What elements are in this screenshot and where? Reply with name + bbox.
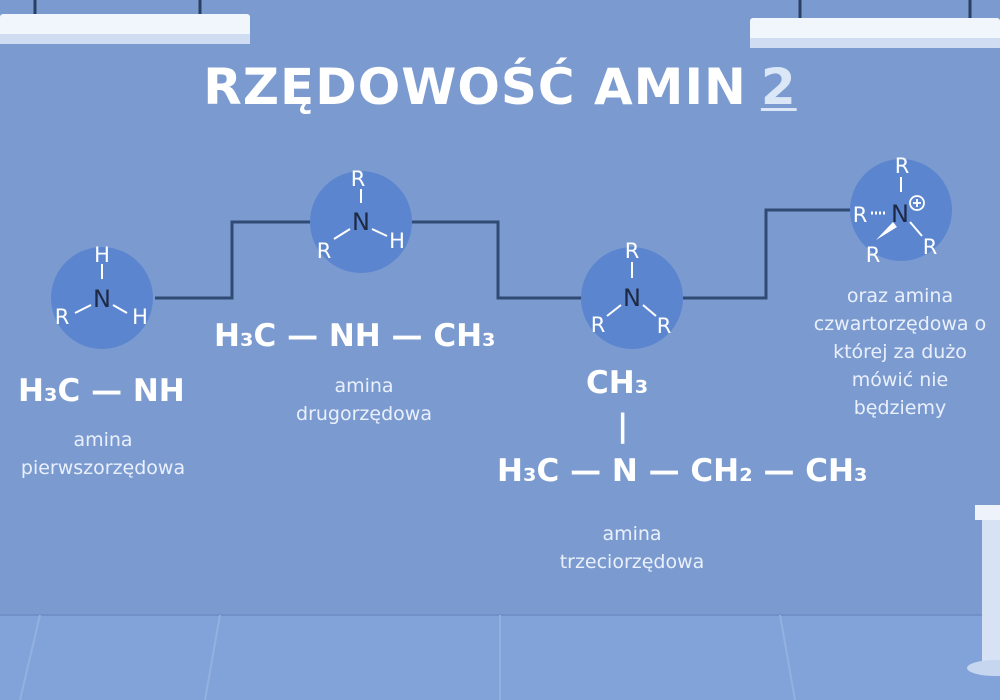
svg-text:H: H: [389, 229, 405, 253]
tertiary-amine-formula: H₃C — N — CH₂ — CH₃: [497, 453, 868, 489]
svg-text:H: H: [94, 243, 110, 267]
svg-text:R: R: [351, 167, 366, 191]
quaternary-amine-molecule: N R R R R: [850, 154, 952, 267]
ceiling-lamp-right: [750, 0, 1000, 48]
tertiary-amine-bond: |: [617, 408, 629, 444]
svg-text:R: R: [923, 235, 938, 259]
side-table: [967, 505, 1000, 676]
svg-text:R: R: [625, 239, 640, 263]
secondary-amine-caption: amina drugorzędowa: [296, 375, 432, 425]
tertiary-amine-caption: amina trzeciorzędowa: [559, 523, 705, 573]
molecule-center: N: [352, 208, 370, 236]
title-main: RZĘDOWOŚĆ AMIN: [203, 58, 747, 116]
molecule-center: N: [623, 284, 641, 312]
primary-amine-caption: amina pierwszorzędowa: [20, 429, 186, 479]
svg-text:R: R: [317, 239, 332, 263]
floor: [0, 614, 1000, 700]
quaternary-amine-caption: oraz amina czwartorzędowa o której za du…: [813, 285, 987, 419]
svg-text:H: H: [132, 305, 148, 329]
primary-amine-molecule: N H H R: [51, 243, 153, 349]
secondary-amine-molecule: N R H R: [310, 167, 412, 273]
tertiary-amine-molecule: N R R R: [581, 239, 683, 349]
svg-text:R: R: [591, 313, 606, 337]
secondary-amine-formula: H₃C — NH — CH₃: [214, 318, 496, 354]
svg-text:R: R: [895, 154, 910, 178]
connector-path: [155, 208, 850, 300]
molecule-center: N: [891, 200, 909, 228]
svg-text:R: R: [55, 305, 70, 329]
svg-text:R: R: [657, 314, 672, 338]
svg-text:R: R: [853, 203, 868, 227]
svg-text:R: R: [866, 243, 881, 267]
ceiling-lamp-left: [0, 0, 250, 44]
title-number: 2: [760, 58, 797, 116]
primary-amine-formula: H₃C — NH: [18, 373, 185, 409]
tertiary-amine-branch: CH₃: [586, 365, 649, 401]
molecule-center: N: [93, 285, 111, 313]
positive-charge-icon: [909, 195, 925, 211]
